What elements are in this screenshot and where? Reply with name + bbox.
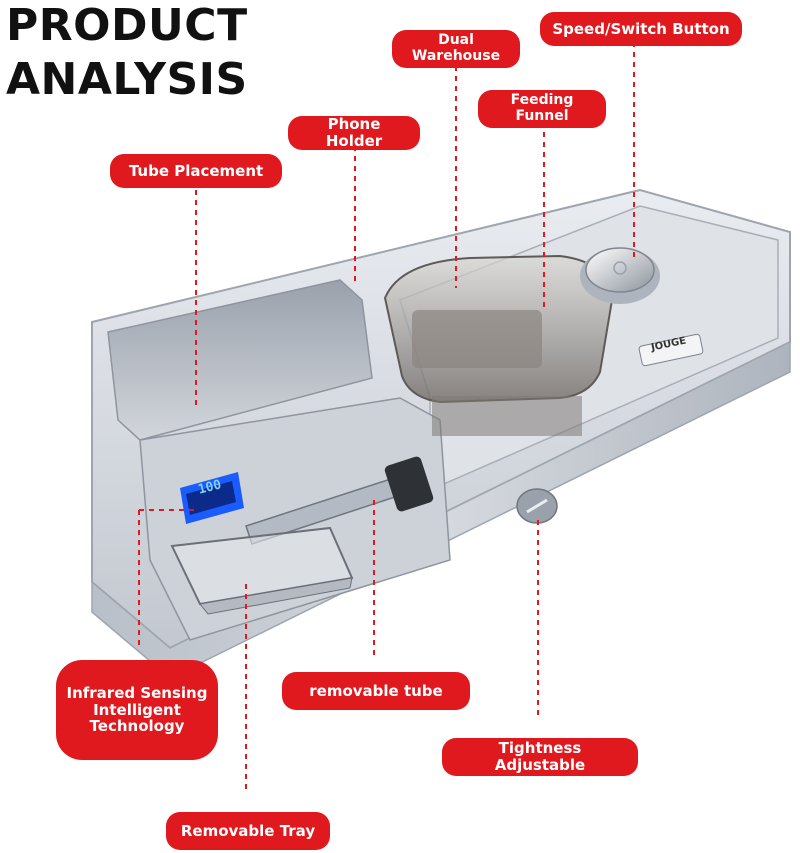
label-tightness-adjustable: Tightness Adjustable <box>442 738 638 776</box>
removable-tray <box>170 526 354 615</box>
label-phone-holder: Phone Holder <box>288 116 420 150</box>
label-speed-switch-button: Speed/Switch Button <box>540 12 742 46</box>
headline-line-1: PRODUCT <box>6 0 248 51</box>
callout-lines <box>138 42 635 792</box>
tightness-knob <box>516 488 558 524</box>
label-infrared-sensing: Infrared Sensing Intelligent Technology <box>56 660 218 760</box>
headline-line-2: ANALYSIS <box>6 54 248 105</box>
label-dual-warehouse: Dual Warehouse <box>392 30 520 68</box>
removable-tube <box>245 456 434 545</box>
label-tube-placement: Tube Placement <box>110 154 282 188</box>
speed-switch-knob <box>580 247 660 304</box>
digital-display <box>180 472 244 524</box>
brand-plate <box>638 333 704 367</box>
feeding-funnel <box>383 254 614 436</box>
label-removable-tray: Removable Tray <box>166 812 330 850</box>
label-feeding-funnel: Feeding Funnel <box>478 90 606 128</box>
tube-placement-well <box>107 279 373 441</box>
label-removable-tube: removable tube <box>282 672 470 710</box>
